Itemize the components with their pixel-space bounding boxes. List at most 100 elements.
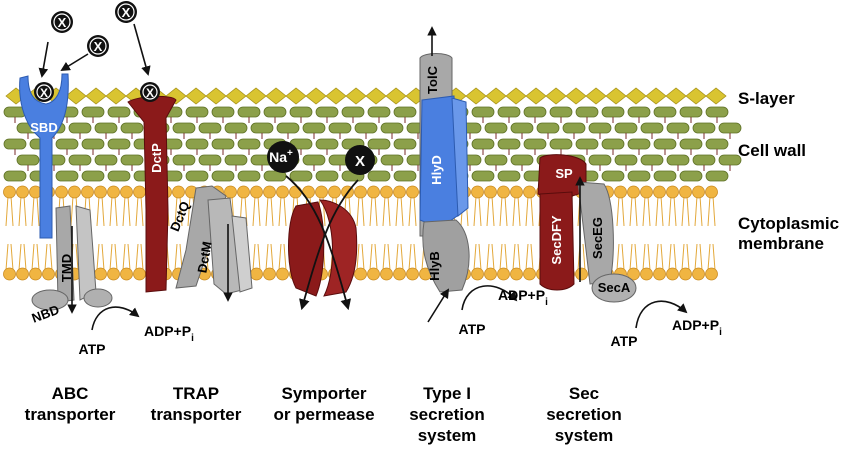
peptidoglycan-strand — [354, 122, 378, 134]
lipid-tail — [525, 195, 529, 227]
peptidoglycan-strand — [224, 154, 248, 166]
s-layer-subunit — [685, 87, 707, 105]
substrate-x: X — [58, 15, 67, 30]
peptidoglycan-strand — [185, 170, 209, 182]
sbd-protein — [19, 73, 69, 239]
peptidoglycan-strand — [588, 154, 612, 166]
peptidoglycan-strand — [666, 154, 690, 166]
hlyb-label: HlyB — [427, 251, 442, 281]
caption-line: Type I — [423, 384, 471, 403]
lipid-tail — [70, 195, 74, 227]
caption-line: transporter — [24, 405, 116, 424]
energy-labels: ATP ADP+Pi ATP ADP+Pi ATP ADP+Pi — [79, 287, 723, 357]
lipid-tail — [681, 195, 685, 227]
substrate-arrow — [133, 23, 151, 76]
lipid-tail — [283, 195, 287, 227]
seca-label: SecA — [598, 280, 631, 295]
lipid-head — [692, 185, 705, 199]
lipid-tail — [655, 195, 659, 227]
caption-line: secretion — [409, 405, 485, 424]
lipid-head — [107, 185, 120, 199]
peptidoglycan-strand — [614, 154, 638, 166]
lipid-tail — [387, 243, 391, 271]
peptidoglycan-strand — [627, 138, 651, 150]
peptidoglycan-strand — [211, 170, 235, 182]
peptidoglycan-strand — [653, 170, 677, 182]
lipid-head — [172, 185, 185, 199]
caption-symporter: Symporter or permease — [259, 383, 389, 425]
peptidoglycan-strand — [705, 170, 729, 182]
lipid-tail — [369, 243, 373, 271]
lipid-head — [627, 267, 640, 281]
lipid-head — [640, 185, 653, 199]
peptidoglycan-strand — [3, 138, 27, 150]
s-layer-subunit — [565, 87, 587, 105]
peptidoglycan-strand — [601, 170, 625, 182]
peptidoglycan-strand — [237, 138, 261, 150]
lipid-tail — [512, 243, 516, 271]
lipid-tail — [374, 195, 378, 227]
s-layer-subunit — [385, 87, 407, 105]
peptidoglycan-strand — [68, 154, 92, 166]
caption-line: or permease — [273, 405, 375, 424]
dctp-protein — [127, 95, 177, 293]
caption-line: transporter — [150, 405, 242, 424]
lipid-head — [263, 267, 276, 281]
lipid-tail — [283, 243, 287, 271]
lipid-tail — [252, 195, 256, 227]
peptidoglycan-strand — [367, 106, 391, 118]
lipid-tail — [257, 195, 261, 227]
peptidoglycan-strand — [562, 122, 586, 134]
lipid-tail — [356, 243, 360, 271]
type-i-secretion-system: TolC HlyD HlyB — [419, 26, 518, 323]
lipid-head — [640, 267, 653, 281]
atp-hydrolysis-arrow — [91, 306, 140, 331]
lipid-tail — [109, 243, 113, 271]
s-layer-subunit — [625, 87, 647, 105]
lipid-tail — [23, 243, 27, 271]
tmd-protein-right — [75, 205, 97, 301]
peptidoglycan-strand — [367, 170, 391, 182]
lipid-head — [705, 185, 718, 199]
lipid-tail — [270, 243, 274, 271]
peptidoglycan-strand — [211, 138, 235, 150]
lipid-head — [16, 185, 29, 199]
lipid-tail — [634, 243, 638, 271]
peptidoglycan-strand — [328, 122, 352, 134]
symporter — [285, 175, 359, 311]
lipid-head — [497, 267, 510, 281]
lipid-head — [250, 267, 263, 281]
lipid-tail — [525, 243, 529, 271]
lipid-tail — [486, 195, 490, 227]
lipid-head — [3, 267, 16, 281]
lipid-head — [653, 185, 666, 199]
lipid-tail — [278, 243, 282, 271]
lipid-tail — [395, 195, 399, 227]
dctm-label: DctM — [194, 240, 214, 274]
s-layer-label: S-layer — [738, 89, 795, 108]
peptidoglycan-strand — [185, 106, 209, 118]
peptidoglycan-strand — [640, 154, 664, 166]
lipid-tail — [660, 195, 664, 227]
lipid-head — [653, 267, 666, 281]
lipid-tail — [395, 243, 399, 271]
peptidoglycan-strand — [380, 154, 404, 166]
peptidoglycan-strand — [120, 154, 144, 166]
substrate-x: X — [122, 5, 131, 20]
s-layer — [5, 87, 727, 105]
lipid-tail — [252, 243, 256, 271]
peptidoglycan-strand — [588, 122, 612, 134]
s-layer-subunit — [105, 87, 127, 105]
lipid-tail — [517, 243, 521, 271]
lipid-tail — [530, 243, 534, 271]
lipid-tail — [187, 195, 191, 227]
lipid-tail — [530, 195, 534, 227]
lipid-tail — [96, 195, 100, 227]
lipid-head — [94, 267, 107, 281]
lipid-head — [523, 185, 536, 199]
peptidoglycan-strand — [679, 106, 703, 118]
lipid-head — [471, 185, 484, 199]
lipid-tail — [369, 195, 373, 227]
peptidoglycan-strand — [289, 170, 313, 182]
lipid-tail — [10, 195, 14, 227]
